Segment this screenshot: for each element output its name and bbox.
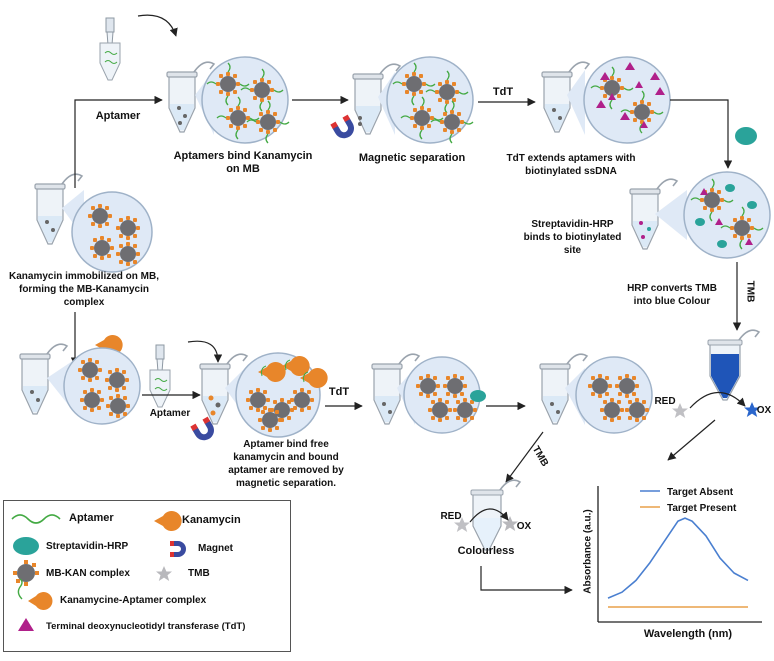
legend-icons xyxy=(11,511,186,631)
label-streptavidin-binds: Streptavidin-HRP binds to biotinylated s… xyxy=(523,219,622,256)
label-hrp-converts: HRP converts TMB into blue Colour xyxy=(627,283,717,307)
legend-tdt: Terminal deoxynucleotidyl transferase (T… xyxy=(46,621,246,632)
callout-mb-kanamycin xyxy=(71,191,153,273)
kan-aptamer-icon xyxy=(17,578,53,610)
legend-entry-0: Target Absent xyxy=(667,487,734,498)
legend-mb-kan: MB-KAN complex xyxy=(46,568,130,579)
label-tdt-bottom: TdT xyxy=(328,386,350,398)
callout-magnetic-separation xyxy=(386,56,474,144)
pipette-aptamer-top xyxy=(99,17,121,81)
tube-streptavidin xyxy=(629,178,678,250)
legend-aptamer: Aptamer xyxy=(69,512,114,524)
legend-magnet: Magnet xyxy=(198,543,233,554)
tube-magnetic-separation xyxy=(352,63,401,135)
callout-tdt-extends xyxy=(583,56,671,144)
label-kan-immobilized: Kanamycin immobilized on MB, forming the… xyxy=(8,271,160,308)
label-tmb-right: TMB xyxy=(744,280,756,303)
tdt-icon xyxy=(18,618,34,631)
chart-xlabel: Wavelength (nm) xyxy=(643,628,733,640)
label-aptamers-bind: Aptamers bind Kanamycin on MB xyxy=(173,150,313,175)
legend: Aptamer Kanamycin Streptavidin-HRP Magne… xyxy=(3,500,291,652)
tube-bottom-4 xyxy=(539,353,588,425)
tmb-icon xyxy=(156,566,172,581)
series-line-target-absent xyxy=(607,517,749,599)
label-tdt-extends: TdT extends aptamers with biotinylated s… xyxy=(506,153,636,177)
callout-aptamers-bind xyxy=(201,56,289,144)
tube-aptamers-bind xyxy=(166,61,215,133)
label-colourless: Colourless xyxy=(457,545,515,557)
label-aptamer-top: Aptamer xyxy=(95,110,141,122)
tube-colourless xyxy=(470,479,522,551)
tube-mb-kanamycin xyxy=(34,173,83,245)
callout-bottom-1 xyxy=(63,347,141,425)
label-magnetic-separation: Magnetic separation xyxy=(358,152,466,164)
callout-bottom-2 xyxy=(235,352,328,438)
chart-ylabel: Absorbance (a.u.) xyxy=(582,509,594,594)
label-red-left: RED xyxy=(440,511,462,522)
legend-kanamycin: Kanamycin xyxy=(182,514,241,526)
label-ox-left: OX xyxy=(516,521,532,532)
label-red-right: RED xyxy=(654,396,676,407)
tube-tdt-extends xyxy=(541,61,590,133)
streptavidin-hrp-blob xyxy=(735,127,757,145)
label-tdt-top: TdT xyxy=(492,86,514,98)
callout-bottom-3 xyxy=(403,356,481,434)
label-ox-right: OX xyxy=(756,405,772,416)
mb-kan-icon xyxy=(13,560,39,586)
magnet-icon xyxy=(170,541,186,557)
tube-bottom-1 xyxy=(19,343,68,415)
aptamer-icon xyxy=(11,514,61,524)
legend-tmb: TMB xyxy=(188,568,210,579)
kanamycin-icon xyxy=(154,511,182,531)
streptavidin-icon xyxy=(13,537,39,555)
magnet-top xyxy=(330,114,358,142)
tube-blue-solution xyxy=(707,329,761,401)
pipette-aptamer-bottom xyxy=(149,344,171,408)
label-aptamer-bottom: Aptamer xyxy=(149,408,191,419)
streptavidin-hrp-blob-bottom xyxy=(470,390,486,402)
callout-bottom-4 xyxy=(575,356,653,434)
callout-streptavidin xyxy=(683,171,771,259)
legend-kan-apt: Kanamycine-Aptamer complex xyxy=(60,595,207,606)
tube-bottom-3 xyxy=(371,353,420,425)
legend-entry-1: Target Present xyxy=(667,503,737,514)
label-aptamer-bind-free: Aptamer bind free kanamycin and bound ap… xyxy=(228,439,344,489)
tube-bottom-2 xyxy=(199,353,248,425)
legend-streptavidin: Streptavidin-HRP xyxy=(46,541,129,552)
